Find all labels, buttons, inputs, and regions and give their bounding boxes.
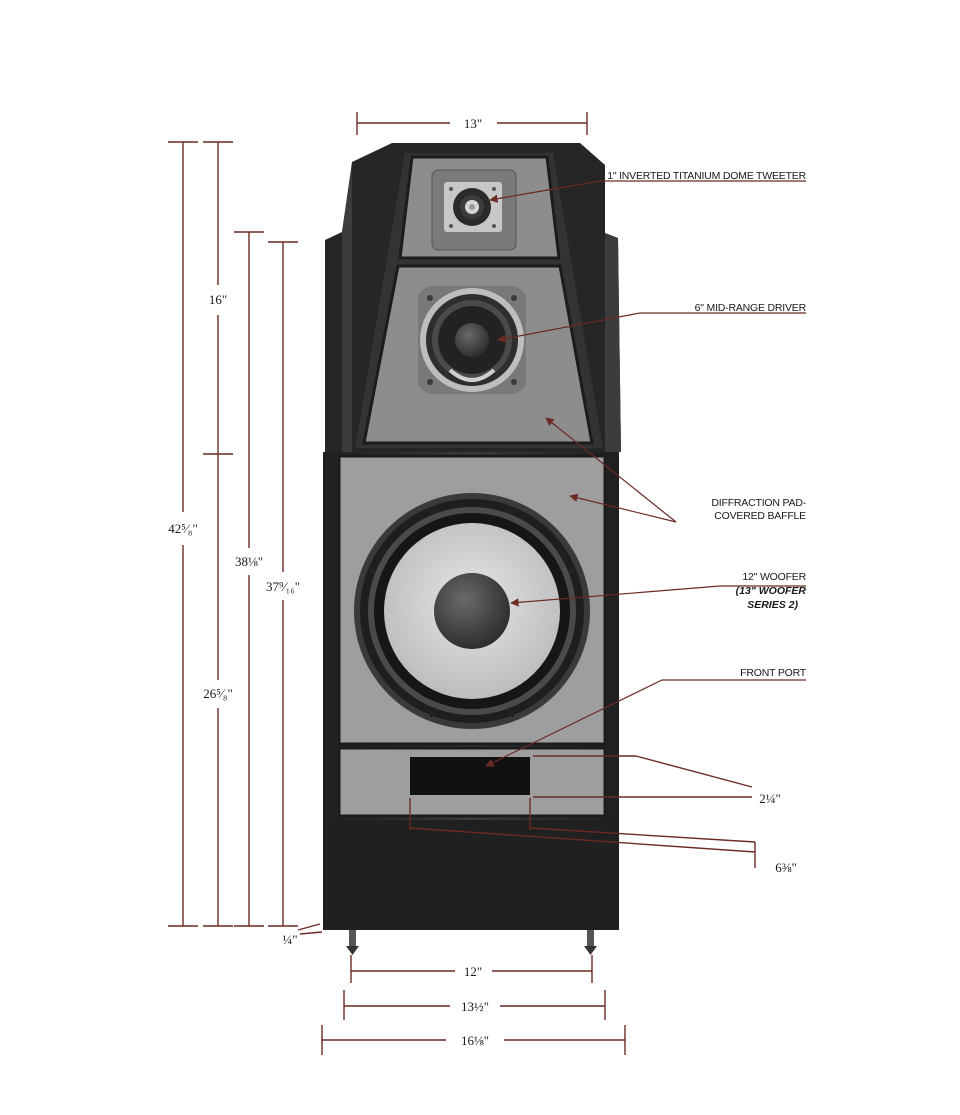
woofer — [354, 493, 590, 729]
dim-total-height: 42⁵⁄₈" — [168, 521, 198, 536]
callout-baffle-line1: DIFFRACTION PAD- — [711, 497, 806, 509]
callout-midrange: 6" MID-RANGE DRIVER — [695, 302, 807, 314]
speaker-cabinet — [323, 143, 621, 955]
front-port — [410, 757, 530, 795]
dim-upper-module-height: 16" — [209, 292, 227, 307]
dim-foot-spacing: 12" — [464, 964, 482, 979]
dim-height-a: 38⅛" — [235, 554, 263, 569]
callout-leaders — [485, 180, 806, 767]
cabinet-base — [325, 820, 617, 930]
dim-height-b: 37⁹⁄₁₆" — [266, 579, 300, 594]
dimension-lines — [168, 112, 756, 1055]
dim-lower-module-height: 26⁵⁄₈" — [203, 686, 233, 701]
dim-top-width: 13" — [464, 116, 482, 131]
callout-woofer-line1: 12" WOOFER — [742, 571, 806, 583]
callout-tweeter: 1" INVERTED TITANIUM DOME TWEETER — [607, 170, 806, 182]
tweeter — [431, 169, 517, 251]
dim-port-height: 2¼" — [759, 791, 781, 806]
midrange-driver — [418, 286, 526, 394]
callout-front-port: FRONT PORT — [740, 667, 807, 679]
dim-overall-width: 16⅛" — [461, 1033, 489, 1048]
feet — [346, 930, 597, 955]
dim-foot-height: ¼" — [282, 932, 297, 947]
callout-baffle-line2: COVERED BAFFLE — [714, 510, 806, 522]
dim-port-width: 6⅜" — [775, 860, 797, 875]
callout-woofer-line2: (13" WOOFER — [736, 585, 807, 597]
callout-woofer-line3: SERIES 2) — [747, 599, 798, 611]
dim-base-width: 13½" — [461, 999, 489, 1014]
